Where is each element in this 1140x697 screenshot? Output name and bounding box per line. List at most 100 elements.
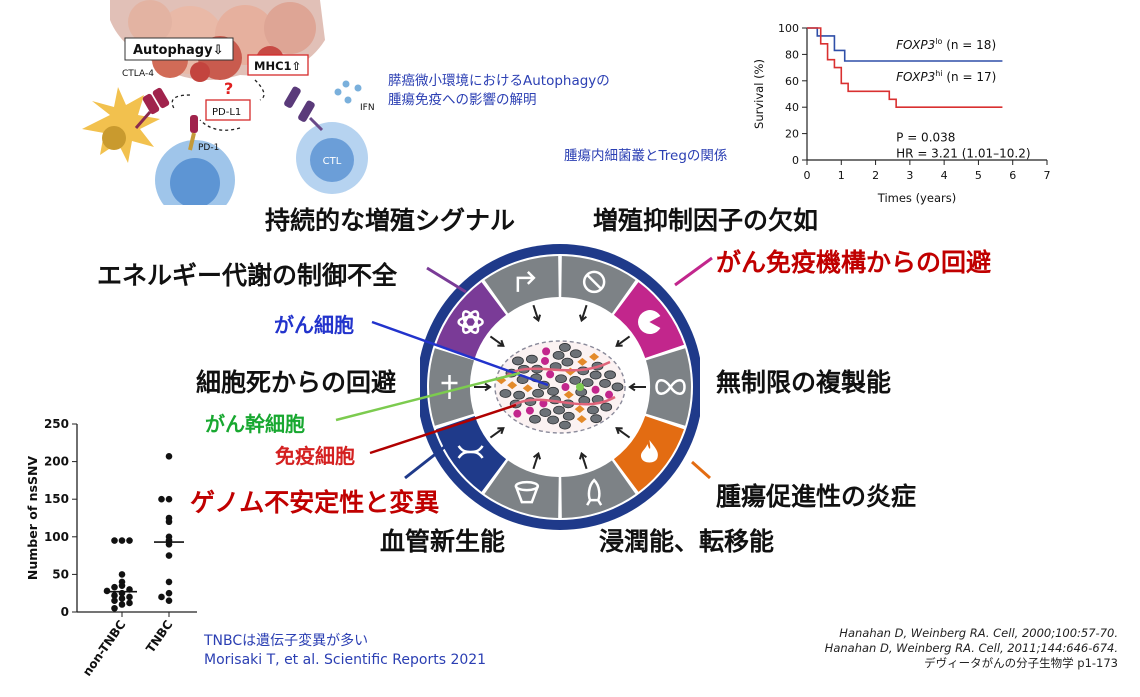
ring-segment: [484, 256, 559, 314]
dendritic-cell-icon: [82, 87, 160, 163]
cancer-cell-label: がん細胞: [274, 313, 354, 337]
y-tick-label: 100: [778, 22, 799, 35]
cancer-cell: [561, 357, 574, 367]
autophagy-caption-line2: 腫瘍免疫への影響の解明: [388, 92, 537, 108]
series-label-hi: FOXP3hi (n = 17): [896, 69, 996, 84]
immune-cell: [525, 406, 534, 415]
cancer-cell: [532, 388, 544, 398]
inward-arrow: [489, 335, 504, 347]
data-point-non-TNBC: [111, 537, 118, 544]
y-tick-label: 0: [61, 605, 69, 619]
y-tick-label: 250: [44, 417, 69, 431]
hallmark-sustained-signaling: 持続的な増殖シグナル: [265, 206, 516, 235]
arrow-head: [533, 314, 542, 323]
immune-cell: [542, 347, 551, 356]
data-point-non-TNBC: [118, 537, 126, 544]
autophagy-caption-line1: 膵癌微小環境におけるAutophagyの: [388, 73, 610, 89]
data-point-non-TNBC: [118, 595, 126, 602]
cancer-cell: [529, 414, 541, 424]
y-tick-label: 150: [44, 492, 69, 506]
data-point-non-TNBC: [118, 571, 126, 578]
cancer-cell: [552, 350, 565, 360]
x-tick-label: 6: [1009, 169, 1016, 182]
x-tick-label: 7: [1044, 169, 1051, 182]
x-tick-label: 0: [804, 169, 811, 182]
no-entry-icon: [582, 270, 606, 294]
x-tick-label: 2: [872, 169, 879, 182]
pdl1-label: PD-L1: [212, 107, 241, 118]
hallmark-resisting-death: 細胞死からの回避: [196, 368, 397, 397]
immune-cell: [513, 409, 522, 418]
cancer-cell: [611, 382, 624, 392]
hallmark-genome-instability: ゲノム不安定性と変異: [190, 488, 440, 517]
microbiome-caption: 腫瘍内細菌叢とTregの関係: [564, 148, 728, 164]
survival-line-hi: [807, 27, 1003, 108]
arrow-head: [628, 382, 636, 392]
ring-segment: [645, 348, 691, 426]
y-tick-label: 80: [785, 48, 799, 61]
ctl-label: CTL: [323, 156, 342, 167]
data-point-non-TNBC: [118, 601, 126, 608]
arrow-head: [497, 427, 505, 435]
y-axis-title: Number of nsSNV: [25, 456, 40, 581]
flame-icon: [640, 439, 658, 463]
hallmark-energy-metabolism: エネルギー代謝の制御不全: [97, 261, 398, 290]
stromal-cell: [522, 384, 533, 393]
cancer-cell: [600, 402, 613, 412]
ring-segment: [435, 282, 507, 358]
cancer-cell: [499, 389, 512, 398]
immune-cell: [591, 385, 600, 394]
autophagy-caption: 膵癌微小環境におけるAutophagyの 腫瘍免疫への影響の解明: [388, 72, 610, 110]
arrow-head: [615, 427, 623, 435]
references: Hanahan D, Weinberg RA. Cell, 2000;100:5…: [825, 626, 1118, 671]
arrow-icon: [516, 271, 536, 292]
y-tick-label: 200: [44, 455, 69, 469]
y-tick-label: 0: [792, 154, 799, 167]
hallmark-invasion-metastasis: 浸潤能、転移能: [599, 527, 775, 556]
tnbc-caption-line2: Morisaki T, et al. Scientific Reports 20…: [204, 652, 487, 668]
immune-cell: [541, 356, 550, 365]
cancer-cell: [590, 414, 603, 424]
data-point-non-TNBC: [111, 592, 118, 599]
hallmark-tumor-inflammation: 腫瘍促進性の炎症: [716, 482, 917, 511]
infinity-icon: [655, 379, 686, 395]
p-value: P = 0.038: [896, 131, 955, 145]
ifn-label: IFN: [360, 103, 375, 113]
data-point-TNBC: [165, 552, 173, 559]
cancer-cell: [569, 349, 582, 359]
x-tick-label: 5: [975, 169, 982, 182]
hallmark-angiogenesis: 血管新生能: [380, 527, 506, 556]
stem-cell: [576, 383, 584, 391]
hallmark-evading-suppressors: 増殖抑制因子の欠如: [593, 206, 819, 235]
data-point-TNBC: [165, 495, 173, 503]
stromal-cell: [576, 415, 587, 424]
y-tick-label: 50: [52, 567, 69, 581]
arrow-head: [578, 451, 587, 460]
x-tick-label: 4: [941, 169, 948, 182]
reference-1: Hanahan D, Weinberg RA. Cell, 2000;100:5…: [839, 626, 1118, 640]
rocket-icon: [586, 478, 603, 506]
arrow-head: [615, 339, 623, 347]
reference-2: Hanahan D, Weinberg RA. Cell, 2011;144:6…: [824, 641, 1118, 655]
y-tick-label: 100: [44, 530, 69, 544]
cancer-cell: [553, 405, 565, 415]
stromal-cell: [574, 405, 585, 414]
inward-arrow: [489, 427, 504, 439]
stromal-cell: [577, 357, 588, 366]
inward-arrow: [532, 304, 540, 321]
x-axis-title: Times (years): [877, 191, 956, 205]
series-label-lo: FOXP3lo (n = 18): [896, 37, 996, 52]
y-tick-label: 20: [785, 128, 799, 141]
y-tick-label: 60: [785, 75, 799, 88]
autophagy-label: Autophagy⇩: [133, 43, 223, 58]
inward-arrow: [616, 427, 631, 439]
arrow-head: [533, 451, 542, 460]
inward-arrow: [580, 304, 588, 321]
cancer-cell: [513, 390, 526, 400]
immune-cell: [561, 383, 570, 391]
survival-line-lo: [807, 27, 1003, 62]
cancer-cell: [569, 375, 582, 385]
